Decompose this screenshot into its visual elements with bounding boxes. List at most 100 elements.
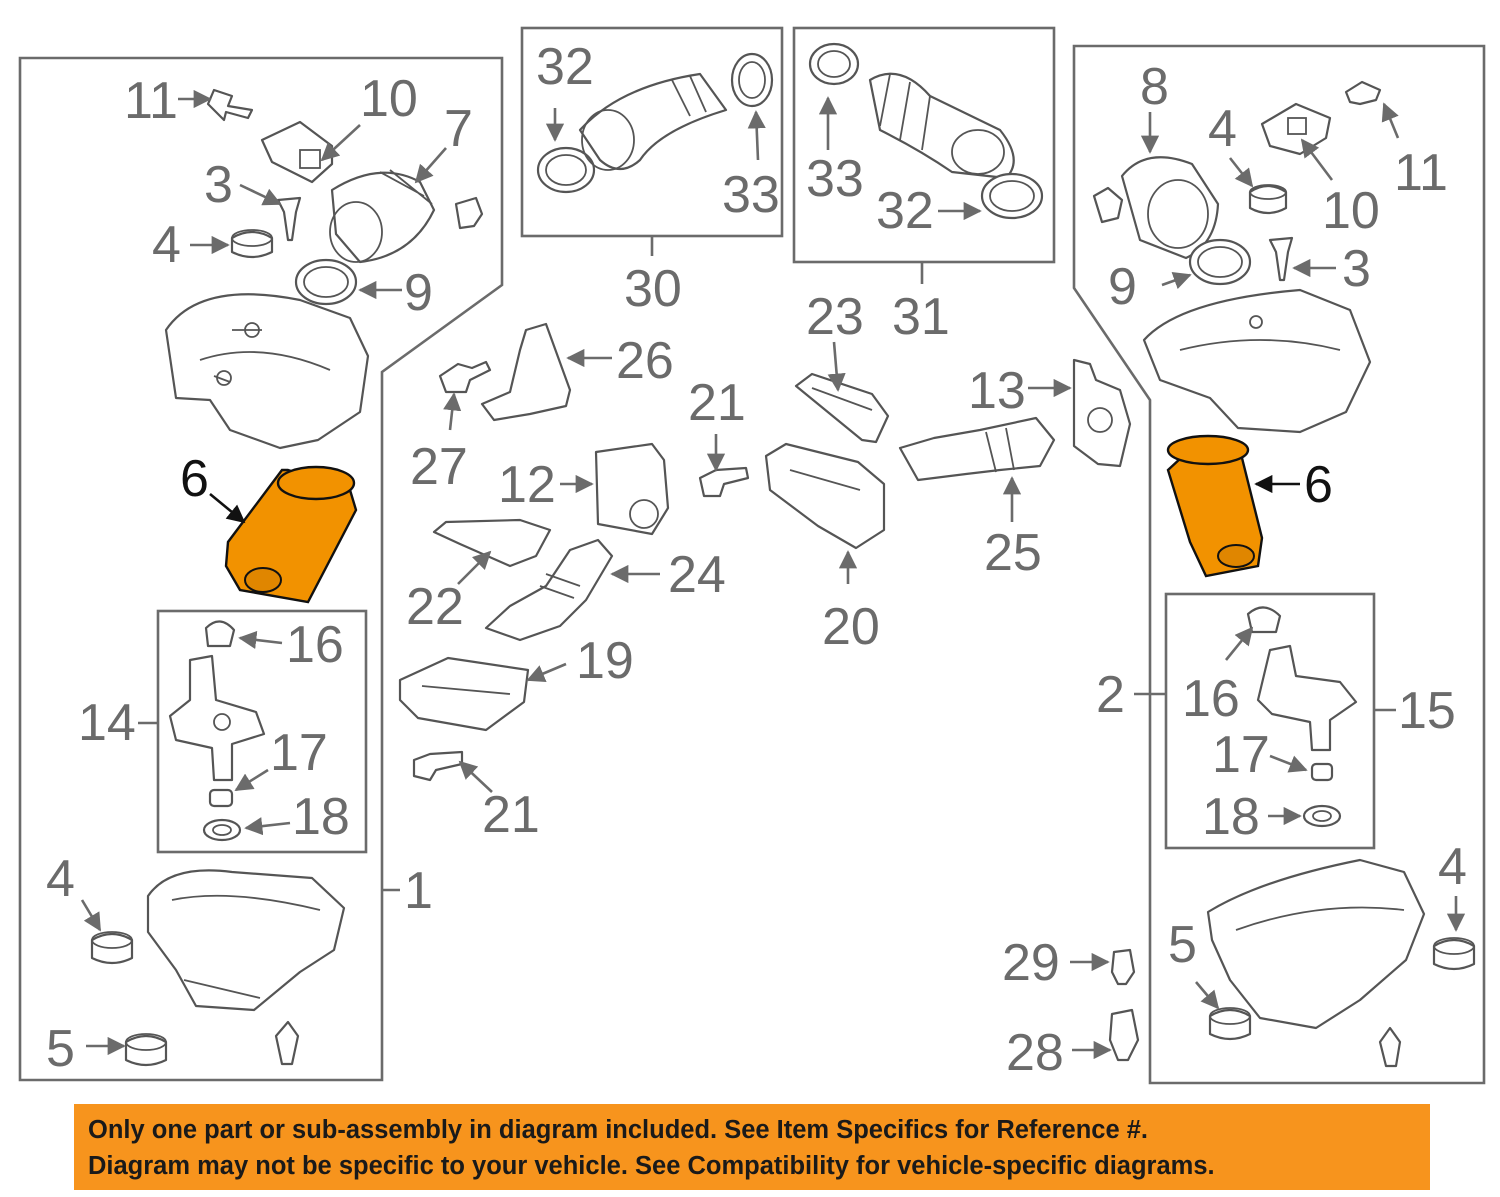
clamp-32-box31 bbox=[980, 172, 1044, 220]
clamp-33-box31 bbox=[808, 42, 860, 86]
seal-ring-9-right bbox=[1188, 238, 1252, 286]
clamp-33-box30 bbox=[730, 52, 774, 108]
callout-4-left-bottom: 4 bbox=[46, 850, 75, 908]
grommet-4-left-top bbox=[230, 229, 274, 259]
callout-9-right: 9 bbox=[1108, 258, 1137, 316]
callout-5-left: 5 bbox=[46, 1020, 75, 1078]
actuator-15 bbox=[1256, 644, 1358, 752]
hose-box-31 bbox=[792, 26, 1056, 264]
callout-26: 26 bbox=[616, 332, 674, 390]
callout-29: 29 bbox=[1002, 934, 1060, 992]
callout-4-right-top: 4 bbox=[1208, 100, 1237, 158]
callout-3-left: 3 bbox=[204, 156, 233, 214]
bolt-27 bbox=[438, 360, 492, 394]
inlet-duct-24 bbox=[484, 538, 614, 642]
cap-16-left bbox=[204, 620, 236, 648]
callout-32-box31: 32 bbox=[876, 182, 934, 240]
cover-23 bbox=[794, 372, 890, 444]
callout-27: 27 bbox=[410, 438, 468, 496]
callout-16-right: 16 bbox=[1182, 670, 1240, 728]
clamp-32-box30 bbox=[536, 146, 596, 194]
cap-16-right bbox=[1246, 606, 1282, 634]
screw-21-bottom bbox=[412, 750, 464, 782]
callout-24: 24 bbox=[668, 546, 726, 604]
callout-11-left: 11 bbox=[124, 72, 178, 130]
parts-diagram: 11 10 7 3 4 9 6 16 14 17 18 1 4 5 32 33 … bbox=[18, 26, 1486, 1085]
callout-6-right: 6 bbox=[1304, 456, 1333, 514]
air-meter-7 bbox=[329, 169, 436, 264]
callout-7: 7 bbox=[444, 100, 473, 158]
screw-21-top bbox=[698, 466, 750, 498]
disclaimer-line-1: Only one part or sub-assembly in diagram… bbox=[88, 1116, 1148, 1144]
bolt-right-top bbox=[1092, 186, 1124, 224]
callout-18-right: 18 bbox=[1202, 788, 1260, 846]
callout-17-left: 17 bbox=[270, 724, 328, 782]
callout-15: 15 bbox=[1398, 682, 1456, 740]
inlet-duct-25 bbox=[898, 416, 1056, 482]
callout-3-right: 3 bbox=[1342, 240, 1371, 298]
left-assembly-frame bbox=[18, 56, 504, 1082]
screw-right-bottom bbox=[1378, 1026, 1402, 1068]
screw-3-left bbox=[276, 196, 302, 242]
callout-1: 1 bbox=[404, 862, 433, 920]
callout-2: 2 bbox=[1096, 666, 1125, 724]
air-meter-8 bbox=[1120, 156, 1220, 260]
callout-23: 23 bbox=[806, 288, 864, 346]
intake-hose-30 bbox=[578, 72, 728, 171]
grommet-4-right-top bbox=[1248, 184, 1288, 215]
callout-4-right-bottom: 4 bbox=[1438, 838, 1467, 896]
actuator-14 bbox=[168, 654, 266, 782]
tray-19 bbox=[398, 656, 530, 732]
callout-32-box30: 32 bbox=[536, 38, 594, 96]
bolt-11-right bbox=[1344, 80, 1382, 106]
air-filter-right bbox=[1166, 434, 1264, 578]
callout-12: 12 bbox=[498, 456, 556, 514]
callout-11-right: 11 bbox=[1394, 144, 1448, 202]
washer-18-right bbox=[1302, 804, 1342, 828]
callout-13: 13 bbox=[968, 362, 1026, 420]
callout-25: 25 bbox=[984, 524, 1042, 582]
duct-20 bbox=[764, 442, 886, 550]
bushing-17-left bbox=[208, 788, 234, 808]
callout-17-right: 17 bbox=[1212, 726, 1270, 784]
bushing-17-right bbox=[1310, 762, 1334, 782]
callout-33-box30: 33 bbox=[722, 166, 780, 224]
callout-20: 20 bbox=[822, 598, 880, 656]
bolt-11-left bbox=[206, 88, 254, 122]
callout-21-top: 21 bbox=[688, 374, 746, 432]
sensor-bracket-10-right bbox=[1260, 102, 1332, 156]
grommet-4-right-bottom bbox=[1432, 937, 1476, 971]
callout-10-left: 10 bbox=[360, 70, 418, 128]
disclaimer-line-2: Diagram may not be specific to your vehi… bbox=[88, 1152, 1215, 1180]
actuator-box-14 bbox=[156, 609, 368, 854]
callout-5-right: 5 bbox=[1168, 916, 1197, 974]
bracket-26 bbox=[480, 322, 572, 422]
air-filter-left bbox=[224, 465, 358, 604]
callout-16-left: 16 bbox=[286, 616, 344, 674]
deflector-22 bbox=[432, 518, 552, 568]
intake-hose-31 bbox=[868, 72, 1015, 180]
duct-12 bbox=[594, 442, 670, 536]
callout-8: 8 bbox=[1140, 58, 1169, 116]
callout-31: 31 bbox=[892, 288, 950, 346]
right-assembly-frame bbox=[1072, 44, 1486, 1085]
callout-18-left: 18 bbox=[292, 788, 350, 846]
callout-6-left: 6 bbox=[180, 450, 209, 508]
screw-3-right bbox=[1268, 236, 1294, 282]
sensor-bracket-10-left bbox=[260, 120, 334, 184]
screw-left-bottom bbox=[274, 1020, 300, 1066]
resonator-13 bbox=[1072, 358, 1132, 468]
lower-housing-right bbox=[1206, 858, 1426, 1030]
lower-housing-left bbox=[146, 869, 346, 1012]
callout-22: 22 bbox=[406, 578, 464, 636]
grommet-5-left bbox=[124, 1033, 168, 1067]
disclaimer-banner: Only one part or sub-assembly in diagram… bbox=[74, 1104, 1430, 1190]
callout-33-box31: 33 bbox=[806, 150, 864, 208]
clip-29 bbox=[1110, 948, 1136, 986]
callout-14: 14 bbox=[78, 694, 136, 752]
callout-9-left: 9 bbox=[404, 264, 433, 322]
callout-21-bottom: 21 bbox=[482, 786, 540, 844]
callout-28: 28 bbox=[1006, 1024, 1064, 1082]
callout-10-right: 10 bbox=[1322, 182, 1380, 240]
grommet-5-right bbox=[1208, 1007, 1252, 1041]
